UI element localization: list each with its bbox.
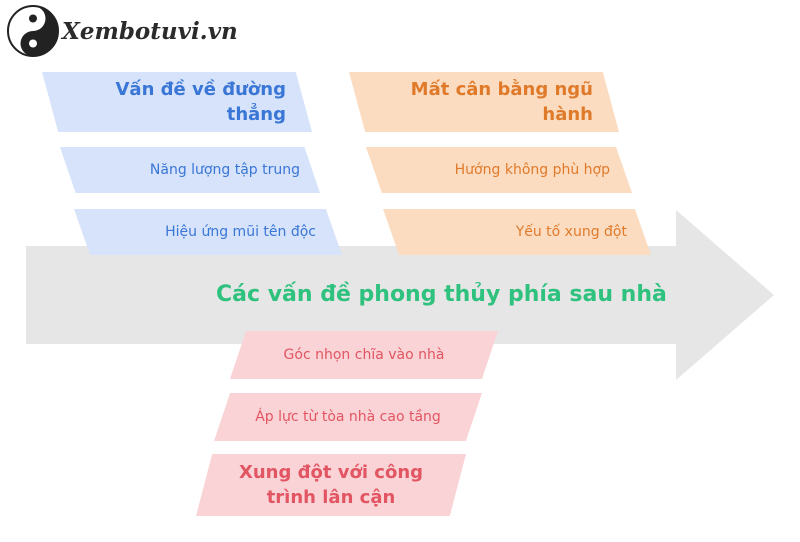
diagram-title: Các vấn đề phong thủy phía sau nhà xyxy=(216,282,667,307)
yin-yang-icon xyxy=(7,5,59,57)
cause-conflicting-elements: Yếu tố xung đột xyxy=(383,209,651,255)
site-logo[interactable]: Xembotuvi.vn xyxy=(6,4,246,60)
category-heading-neighbor-conflict: Xung đột với công trình lân cận xyxy=(196,454,466,516)
category-heading-straight-road: Vấn đề về đường thẳng xyxy=(42,72,312,132)
cause-unsuitable-direction: Hướng không phù hợp xyxy=(366,147,632,193)
cause-concentrated-energy: Năng lượng tập trung xyxy=(60,147,320,193)
category-heading-five-elements: Mất cân bằng ngũ hành xyxy=(349,72,619,132)
cause-sharp-corner: Góc nhọn chĩa vào nhà xyxy=(230,331,498,379)
cause-poison-arrow: Hiệu ứng mũi tên độc xyxy=(74,209,342,255)
logo-text: Xembotuvi.vn xyxy=(62,18,238,45)
cause-high-rise-pressure: Áp lực từ tòa nhà cao tầng xyxy=(214,393,482,441)
